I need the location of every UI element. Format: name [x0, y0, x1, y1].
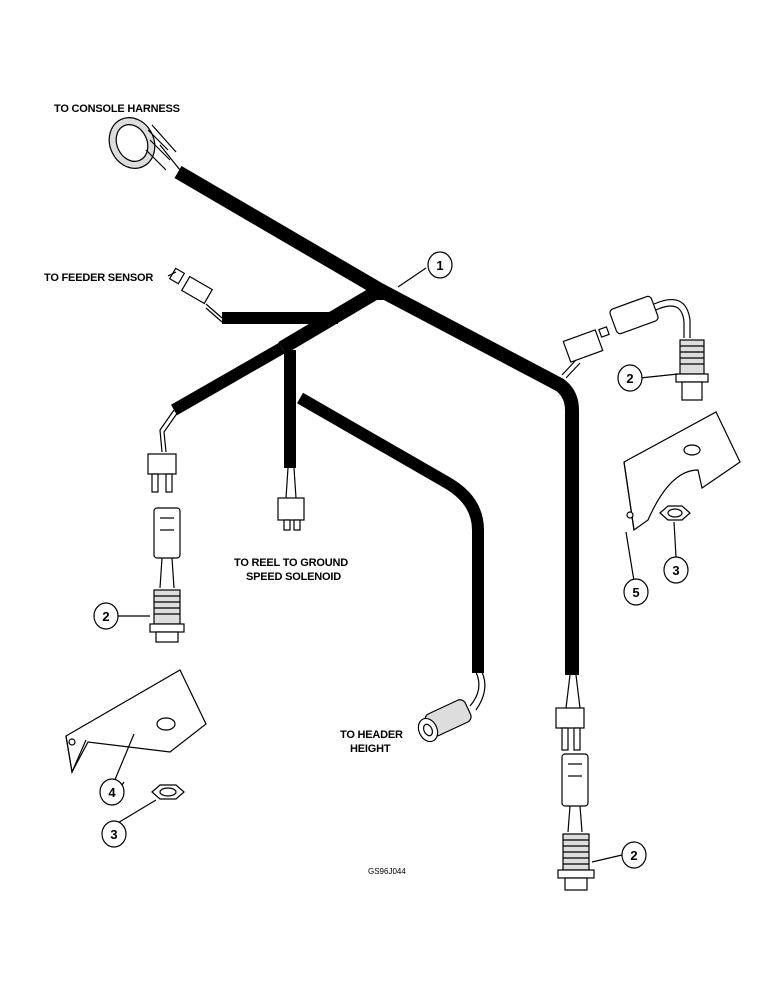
- callout-2-right-sensor: 2: [617, 364, 643, 392]
- left-connector-chain: [147, 409, 181, 589]
- right-bracket: [623, 411, 741, 532]
- svg-text:4: 4: [108, 785, 116, 800]
- left-bracket: [65, 669, 207, 775]
- label-header-line2: HEIGHT: [350, 743, 391, 755]
- header-height-connector: [417, 671, 486, 743]
- bottom-connector-chain: [555, 674, 589, 833]
- callout-leaders: [113, 267, 679, 863]
- svg-text:3: 3: [110, 827, 117, 842]
- svg-text:2: 2: [102, 609, 109, 624]
- label-reel-line2: SPEED SOLENOID: [246, 571, 341, 583]
- harness-branch-header: [297, 392, 484, 673]
- left-nut: [151, 784, 185, 800]
- harness-branch-left: [171, 342, 285, 416]
- reel-solenoid-connector: [277, 467, 305, 531]
- svg-text:2: 2: [630, 848, 637, 863]
- callout-3-right-nut: 3: [663, 556, 689, 584]
- right-nut: [659, 505, 691, 521]
- callout-4-left-bracket: 4: [99, 778, 125, 806]
- callout-1-harness: 1: [427, 251, 453, 279]
- main-harness: [108, 117, 579, 675]
- feeder-sensor-connector: [167, 267, 223, 323]
- console-connector: [108, 117, 181, 171]
- right-connector-chain: [561, 295, 691, 379]
- label-console-harness: TO CONSOLE HARNESS: [54, 103, 180, 115]
- svg-text:3: 3: [672, 563, 679, 578]
- label-header-line1: TO HEADER: [340, 729, 403, 741]
- bottom-speed-sensor: [557, 833, 595, 891]
- callout-5-right-bracket: 5: [623, 578, 649, 606]
- callout-2-left-sensor: 2: [93, 602, 119, 630]
- figure-code: GS96J044: [368, 867, 406, 876]
- callout-3-left-nut: 3: [101, 820, 127, 848]
- callout-2-bottom-sensor: 2: [621, 841, 647, 869]
- left-speed-sensor: [149, 589, 185, 643]
- harness-trunk: [174, 165, 579, 675]
- right-speed-sensor: [675, 339, 709, 401]
- svg-text:1: 1: [436, 258, 443, 273]
- svg-text:5: 5: [632, 585, 639, 600]
- label-reel-line1: TO REEL TO GROUND: [234, 557, 348, 569]
- svg-text:2: 2: [626, 371, 633, 386]
- label-feeder-sensor: TO FEEDER SENSOR: [44, 272, 153, 284]
